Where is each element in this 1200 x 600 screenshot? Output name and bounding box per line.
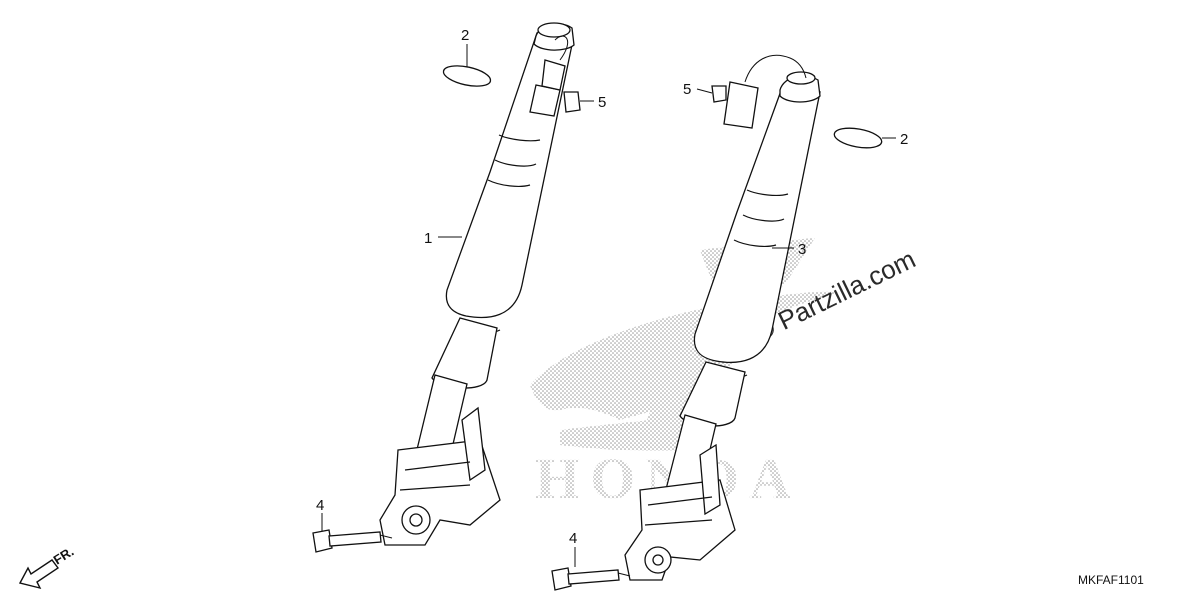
axle-bolt-right: [551, 567, 631, 591]
clip-left: [563, 91, 581, 113]
front-direction-indicator: FR.: [18, 544, 76, 590]
front-arrow-icon: [18, 559, 60, 590]
callout-2-left: 2: [461, 27, 469, 44]
callout-3: 3: [798, 241, 806, 258]
callout-2-right: 2: [900, 131, 908, 148]
leader-5-right: [696, 88, 713, 94]
callout-1: 1: [424, 230, 432, 247]
clip-right: [711, 85, 727, 103]
callout-4-right: 4: [569, 530, 577, 547]
callout-4-left: 4: [316, 497, 324, 514]
o-ring-left: [442, 65, 492, 87]
diagram-code: MKFAF1101: [1078, 573, 1144, 587]
callout-5-left: 5: [598, 94, 606, 111]
o-ring-right: [833, 127, 883, 149]
left-fork-assembly: [379, 22, 575, 546]
right-fork-assembly: [624, 54, 821, 581]
callout-5-right: 5: [683, 81, 691, 98]
axle-bolt-left: [312, 529, 393, 553]
